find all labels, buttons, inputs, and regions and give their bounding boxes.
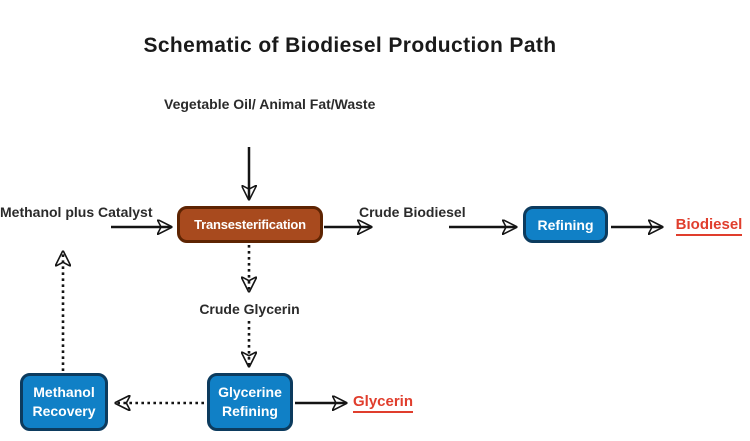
label-glycerin-product: Glycerin — [350, 393, 416, 413]
label-methanol-catalyst-line2: plus Catalyst — [65, 204, 153, 220]
label-crude-biodiesel-line1: Crude — [359, 204, 400, 220]
label-biodiesel-product: Biodiesel — [670, 216, 748, 236]
label-crude-biodiesel: Crude Biodiesel — [359, 203, 466, 222]
node-methanol-recovery-line1: Methanol — [33, 384, 95, 400]
label-methanol-catalyst: Methanol plus Catalyst — [0, 203, 152, 222]
label-crude-biodiesel-line2: Biodiesel — [403, 204, 466, 220]
node-transesterification: Transesterification — [177, 206, 323, 243]
label-glycerin-product-text: Glycerin — [352, 393, 414, 413]
label-methanol-catalyst-line1: Methanol — [0, 204, 62, 220]
node-methanol-recovery: Methanol Recovery — [20, 373, 108, 431]
label-biodiesel-product-text: Biodiesel — [675, 216, 743, 236]
node-glycerine-refining-line2: Refining — [221, 403, 278, 419]
node-refining: Refining — [523, 206, 608, 243]
node-transesterification-label: Transesterification — [194, 217, 306, 232]
node-methanol-recovery-line2: Recovery — [32, 403, 96, 419]
node-methanol-recovery-label: Methanol Recovery — [32, 383, 95, 421]
page-title: Schematic of Biodiesel Production Path — [143, 34, 557, 57]
node-glycerine-refining-line1: Glycerine — [218, 384, 282, 400]
node-refining-label: Refining — [537, 216, 594, 233]
label-feedstock-line2: Animal Fat/Waste — [259, 96, 376, 112]
label-feedstock: Vegetable Oil/ Animal Fat/Waste — [164, 95, 375, 114]
node-glycerine-refining-label: Glycerine Refining — [218, 383, 282, 421]
label-crude-glycerin: Crude Glycerin — [199, 301, 300, 317]
node-glycerine-refining: Glycerine Refining — [207, 373, 293, 431]
label-feedstock-line1: Vegetable Oil/ — [164, 96, 256, 112]
